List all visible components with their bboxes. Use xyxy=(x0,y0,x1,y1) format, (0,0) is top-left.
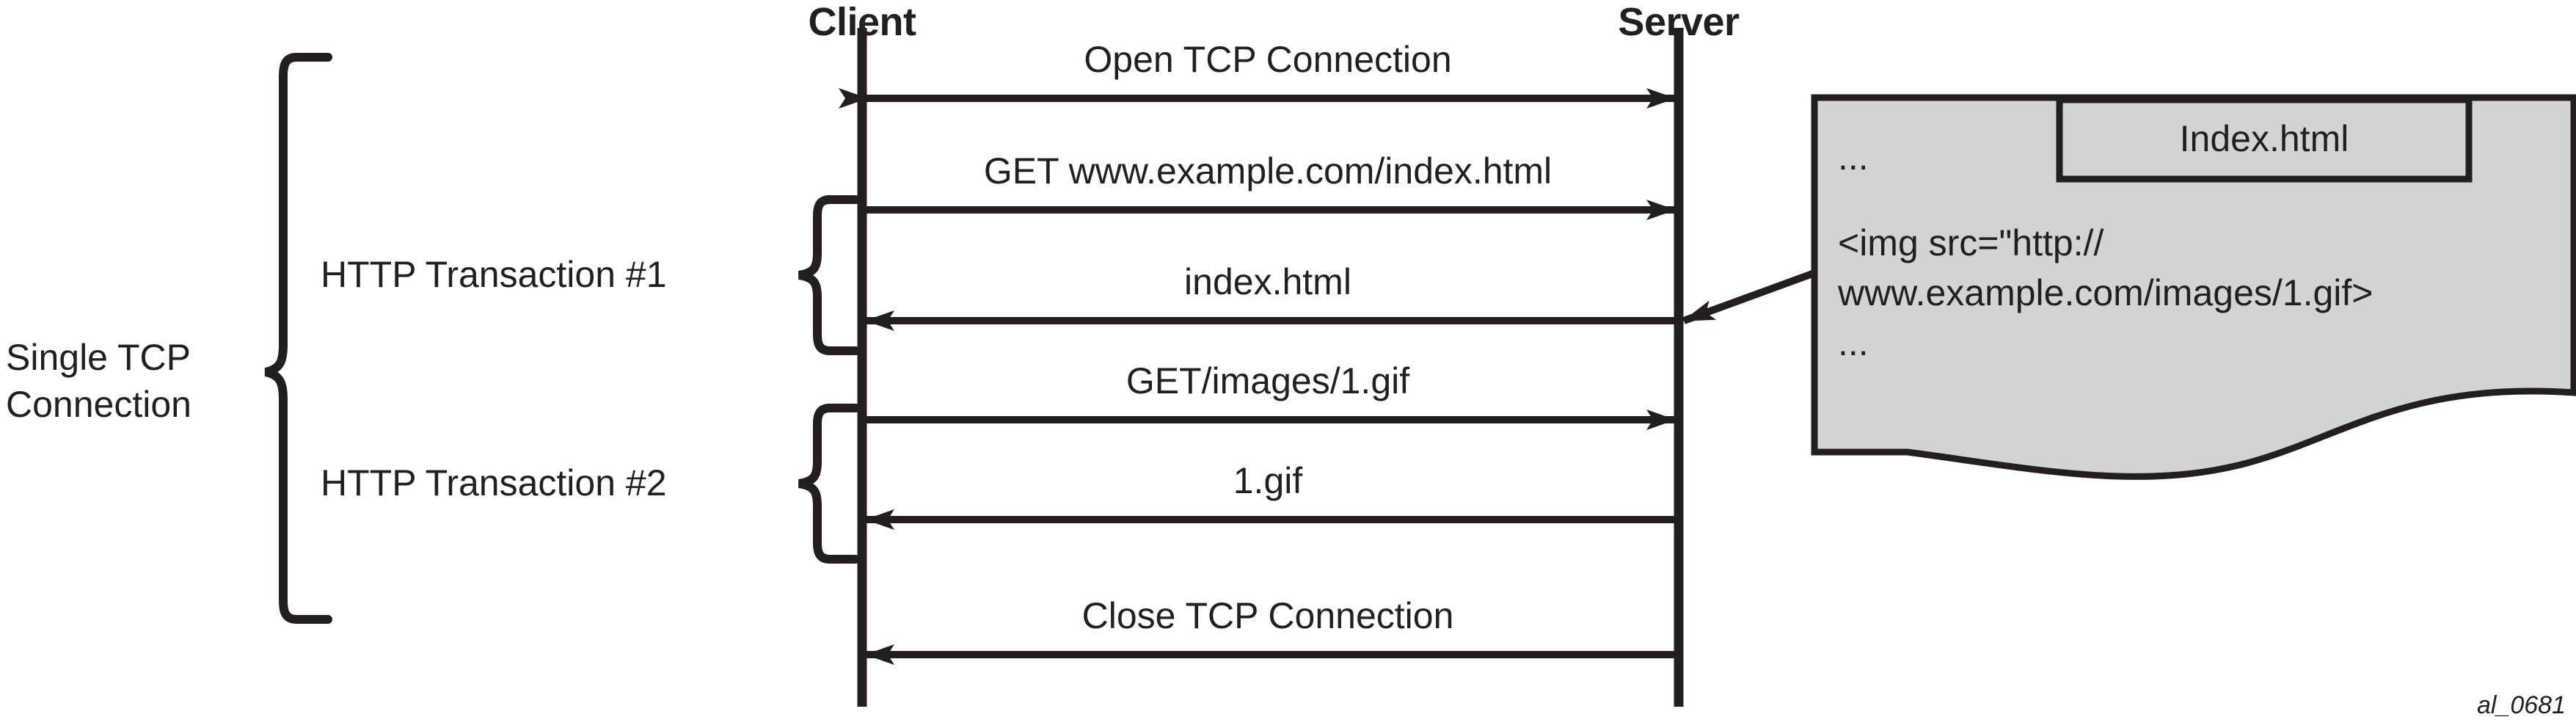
message-label-open-tcp: Open TCP Connection xyxy=(1084,39,1452,80)
message-label-get-index: GET www.example.com/index.html xyxy=(983,150,1552,192)
document-line-4: ... xyxy=(1838,322,1869,363)
figure-caption: al_0681 xyxy=(2476,691,2566,719)
participant-label-server: Server xyxy=(1618,0,1740,44)
participant-label-client: Client xyxy=(808,0,916,44)
document-line-3: www.example.com/images/1.gif> xyxy=(1838,272,2374,313)
document-tab-label: Index.html xyxy=(2179,118,2349,159)
message-label-get-gif: GET/images/1.gif xyxy=(1125,360,1410,401)
group-label-transaction-2: HTTP Transaction #2 xyxy=(321,462,667,503)
message-label-index-html: index.html xyxy=(1184,261,1351,302)
server-document-shape xyxy=(1811,94,2576,480)
group-label-single-tcp-connection-line2: Connection xyxy=(6,384,191,425)
group-label-single-tcp-connection-line1: Single TCP xyxy=(6,337,191,378)
arrow-document-to-server xyxy=(1682,269,1816,324)
group-label-single-tcp-connection: Single TCP Connection xyxy=(6,334,191,428)
brace-transaction-2 xyxy=(798,404,860,564)
document-line-1: ... xyxy=(1838,136,1869,178)
brace-transaction-1 xyxy=(798,195,860,355)
message-label-close-tcp: Close TCP Connection xyxy=(1081,595,1454,636)
document-line-2: <img src="http:// xyxy=(1838,222,2104,263)
group-label-transaction-1: HTTP Transaction #1 xyxy=(321,254,667,295)
brace-single-tcp-connection xyxy=(264,53,332,624)
message-label-gif: 1.gif xyxy=(1233,460,1303,501)
